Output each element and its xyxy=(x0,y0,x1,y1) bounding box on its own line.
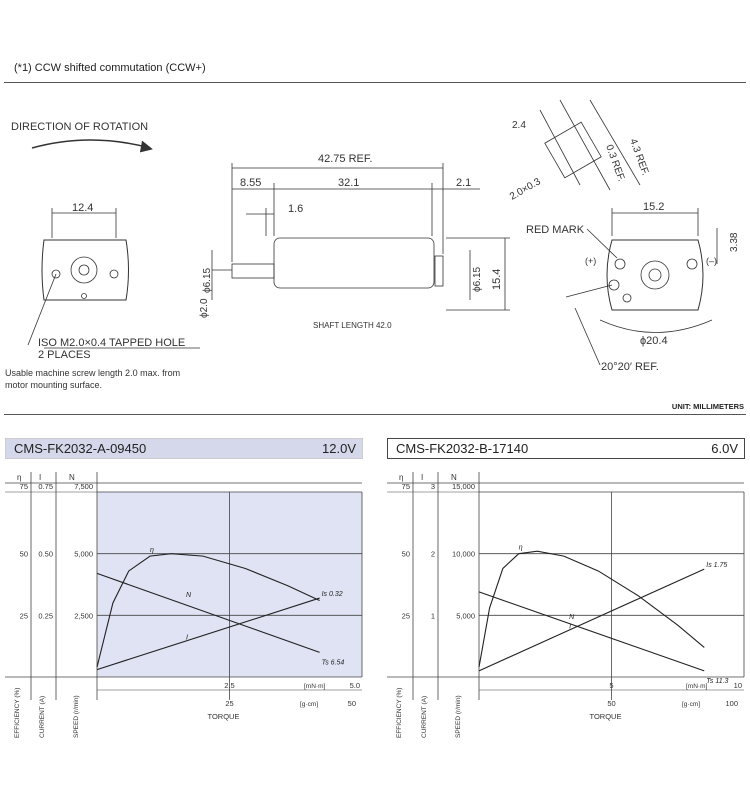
chart-b-eff-tick: 75 xyxy=(402,482,410,491)
chart-b-title-box: CMS-FK2032-B-17140 6.0V xyxy=(387,438,745,459)
chart-b-cur-label: CURRENT (A) xyxy=(421,696,428,738)
chart-b-speed-tick: 5,000 xyxy=(456,611,475,620)
chart-a-eff-tick: 25 xyxy=(20,611,28,620)
dim-15-2: 15.2 xyxy=(643,201,664,213)
chart-a-ts-annotation: Ts 6.54 xyxy=(322,659,345,666)
chart-b-model: CMS-FK2032-B-17140 xyxy=(396,441,529,456)
chart-a-voltage: 12.0V xyxy=(322,441,356,456)
chart-b-voltage: 6.0V xyxy=(711,441,738,456)
chart-a-speed-tick: 7,500 xyxy=(74,482,93,491)
chart-a-series-label: N xyxy=(186,592,192,599)
chart-b-x-unit-mnm: [mN·m] xyxy=(686,683,707,690)
chart-a-col-header: I xyxy=(39,473,41,482)
motor-dimension-drawing: DIRECTION OF ROTATION 12.4 42.75 REF. 8.… xyxy=(5,99,740,390)
chart-a-series-label: η xyxy=(150,547,154,554)
chart-a-eff-tick: 75 xyxy=(20,482,28,491)
chart-a-series-speed xyxy=(96,572,320,653)
screw-note-line1: Usable machine screw length 2.0 max. fro… xyxy=(5,368,180,378)
chart-a-x-tick-gcm: 50 xyxy=(348,699,356,708)
minus-terminal: (–) xyxy=(706,256,717,266)
dim-2-4: 2.4 xyxy=(512,120,526,131)
unit-label: UNIT: MILLIMETERS xyxy=(671,402,744,411)
dim-32-1: 32.1 xyxy=(338,177,359,189)
chart-b-speed-label: SPEED (r/min) xyxy=(455,695,462,738)
chart-b-x-tick-gcm: 100 xyxy=(725,699,738,708)
dim-15-4: 15.4 xyxy=(491,269,503,290)
chart-a-x-label: TORQUE xyxy=(208,712,240,721)
tapped-hole-line2: 2 PLACES xyxy=(38,349,91,361)
chart-b-x-tick-mnm: 5 xyxy=(609,681,613,690)
chart-b-series-speed xyxy=(478,591,705,672)
screw-note-line2: motor mounting surface. xyxy=(5,380,102,390)
chart-b-col-header: η xyxy=(399,473,403,482)
chart-a-series-efficiency xyxy=(96,553,320,668)
dim-phi2-0: ϕ2.0 xyxy=(199,298,210,318)
chart-a-cur-label: CURRENT (A) xyxy=(39,696,46,738)
chart-a-x-tick-gcm: 25 xyxy=(225,699,233,708)
chart-b-ts-annotation: Ts 11.3 xyxy=(706,678,728,685)
red-mark-label: RED MARK xyxy=(526,224,585,236)
dim-1-6: 1.6 xyxy=(288,203,303,215)
chart-b-eff-tick: 25 xyxy=(402,611,410,620)
dim-3-38: 3.38 xyxy=(729,232,740,252)
dim-2-1: 2.1 xyxy=(456,177,471,189)
chart-b-series-label: N xyxy=(569,614,575,621)
divider-top xyxy=(4,82,746,83)
chart-a-cur-tick: 0.25 xyxy=(38,611,53,620)
direction-label: DIRECTION OF ROTATION xyxy=(11,121,148,133)
chart-b-cur-tick: 1 xyxy=(431,611,435,620)
chart-b-eff-label: EFFICIENCY (%) xyxy=(396,688,403,738)
chart-b-series-label: I xyxy=(569,623,571,630)
chart-a-model: CMS-FK2032-A-09450 xyxy=(14,441,147,456)
chart-b-cur-tick: 3 xyxy=(431,482,435,491)
chart-b-col-header: N xyxy=(451,473,457,482)
dim-phi6-15-right: ϕ6.15 xyxy=(472,266,483,292)
dim-8-55: 8.55 xyxy=(240,177,261,189)
dim-phi20-4: ϕ20.4 xyxy=(640,335,668,347)
chart-b-series-efficiency xyxy=(478,550,705,668)
angle-ref: 20°20′ REF. xyxy=(601,361,659,373)
dim-phi6-15: ϕ6.15 xyxy=(202,267,213,293)
dim-42-75: 42.75 REF. xyxy=(318,153,372,165)
chart-a-cur-tick: 0.50 xyxy=(38,550,53,559)
divider-mid xyxy=(4,414,746,415)
chart-a-series-label: I xyxy=(186,634,188,641)
chart-a-speed-tick: 2,500 xyxy=(74,611,93,620)
chart-b-series-current xyxy=(478,568,705,672)
chart-a-speed-label: SPEED (r/min) xyxy=(73,695,80,738)
chart-b-eff-tick: 50 xyxy=(402,550,410,559)
chart-b-col-header: I xyxy=(421,473,423,482)
chart-a-is-annotation: Is 0.32 xyxy=(322,591,343,598)
chart-a-x-unit-mnm: [mN·m] xyxy=(304,683,325,690)
plus-terminal: (+) xyxy=(585,256,596,266)
chart-b-is-annotation: Is 1.75 xyxy=(706,562,727,569)
chart-a-speed-tick: 5,000 xyxy=(74,550,93,559)
chart-b-cur-tick: 2 xyxy=(431,550,435,559)
chart-a-series-current xyxy=(96,597,320,671)
chart-a-cur-tick: 0.75 xyxy=(38,482,53,491)
chart-b-speed-tick: 10,000 xyxy=(452,550,475,559)
chart-a-eff-label: EFFICIENCY (%) xyxy=(14,688,21,738)
tapped-hole-line1: ISO M2.0×0.4 TAPPED HOLE xyxy=(38,337,185,349)
chart-a-x-unit-gcm: [g·cm] xyxy=(300,701,318,708)
shaft-length: SHAFT LENGTH 42.0 xyxy=(313,321,392,330)
chart-b-series-label: η xyxy=(519,545,523,552)
chart-a-eff-tick: 50 xyxy=(20,550,28,559)
chart-a-x-tick-mnm: 5.0 xyxy=(350,681,360,690)
chart-b-x-tick-gcm: 50 xyxy=(607,699,615,708)
chart-a-x-tick-mnm: 2.5 xyxy=(224,681,234,690)
commutation-note: (*1) CCW shifted commutation (CCW+) xyxy=(14,62,206,74)
chart-b-x-unit-gcm: [g·cm] xyxy=(682,701,700,708)
chart-a-col-header: η xyxy=(17,473,21,482)
chart-b-speed-tick: 15,000 xyxy=(452,482,475,491)
chart-a-col-header: N xyxy=(69,473,75,482)
dim-12-4: 12.4 xyxy=(72,202,93,214)
chart-b-x-tick-mnm: 10 xyxy=(734,681,742,690)
chart-a-title-box: CMS-FK2032-A-09450 12.0V xyxy=(5,438,363,459)
chart-b-x-label: TORQUE xyxy=(590,712,622,721)
